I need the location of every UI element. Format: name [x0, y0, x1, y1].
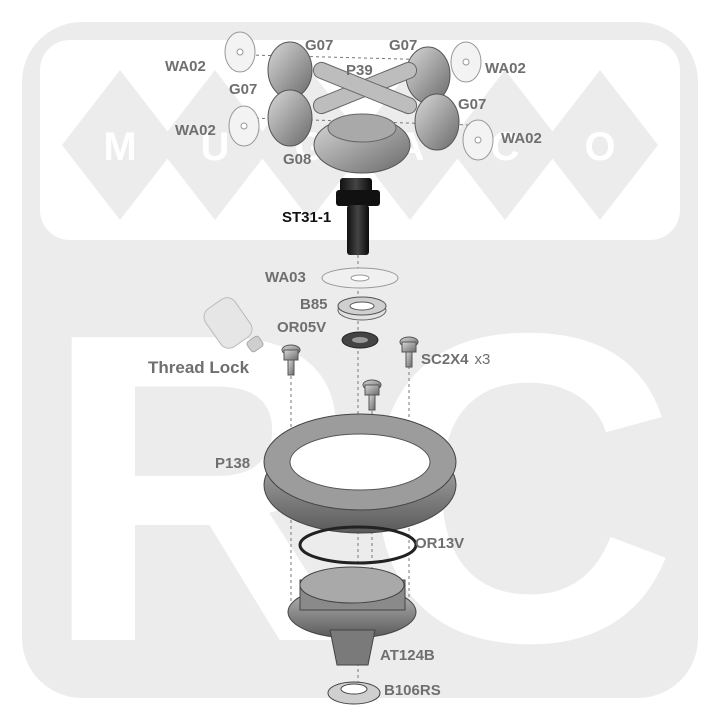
label-g07: G07	[229, 81, 258, 98]
label-at124b: AT124B	[380, 647, 435, 664]
watermark-letter: O	[584, 125, 615, 169]
crown-gear-g08	[313, 113, 411, 174]
label-wa02: WA02	[501, 130, 542, 147]
watermark-letter: M	[103, 125, 136, 169]
label-b85: B85	[300, 296, 328, 313]
bearing-b106rs	[327, 681, 381, 705]
label-p39: P39	[346, 62, 373, 79]
o-ring-or13v	[298, 525, 418, 565]
pulley-p138	[263, 413, 457, 534]
label-g08: G08	[283, 151, 312, 168]
watermark-letter: C	[491, 125, 520, 169]
cross-pin-p39	[312, 61, 418, 115]
label-or13v: OR13V	[415, 535, 465, 552]
sc2x4-quantity: x3	[474, 351, 491, 368]
o-ring-or05v	[341, 331, 379, 349]
sc2x4-name: SC2X4	[421, 351, 469, 368]
label-wa02: WA02	[165, 58, 206, 75]
label-wa02: WA02	[175, 122, 216, 139]
label-wa02: WA02	[485, 60, 526, 77]
label-b106rs: B106RS	[384, 682, 441, 699]
screw-sc2x4	[281, 336, 419, 411]
bearing-b85	[337, 296, 387, 321]
label-g07: G07	[305, 37, 334, 54]
label-g07: G07	[389, 37, 418, 54]
shaft-st31-1	[336, 178, 380, 255]
bevel-gear-g07	[267, 41, 460, 151]
label-g07: G07	[458, 96, 487, 113]
hub-at124b	[287, 566, 417, 666]
washer-wa03	[321, 267, 399, 289]
watermark-letter: U	[201, 125, 230, 169]
label-or05v: OR05V	[277, 319, 327, 336]
watermark: M U G A C O RC	[22, 22, 698, 725]
label-st31-1: ST31-1	[282, 209, 332, 226]
label-sc2x4: SC2X4 x3	[421, 352, 490, 367]
label-wa03: WA03	[265, 269, 306, 286]
washer-wa02	[224, 31, 494, 161]
label-thread-lock: Thread Lock	[148, 358, 250, 377]
thread-lock-bottle	[203, 297, 264, 353]
label-p138: P138	[215, 455, 251, 472]
